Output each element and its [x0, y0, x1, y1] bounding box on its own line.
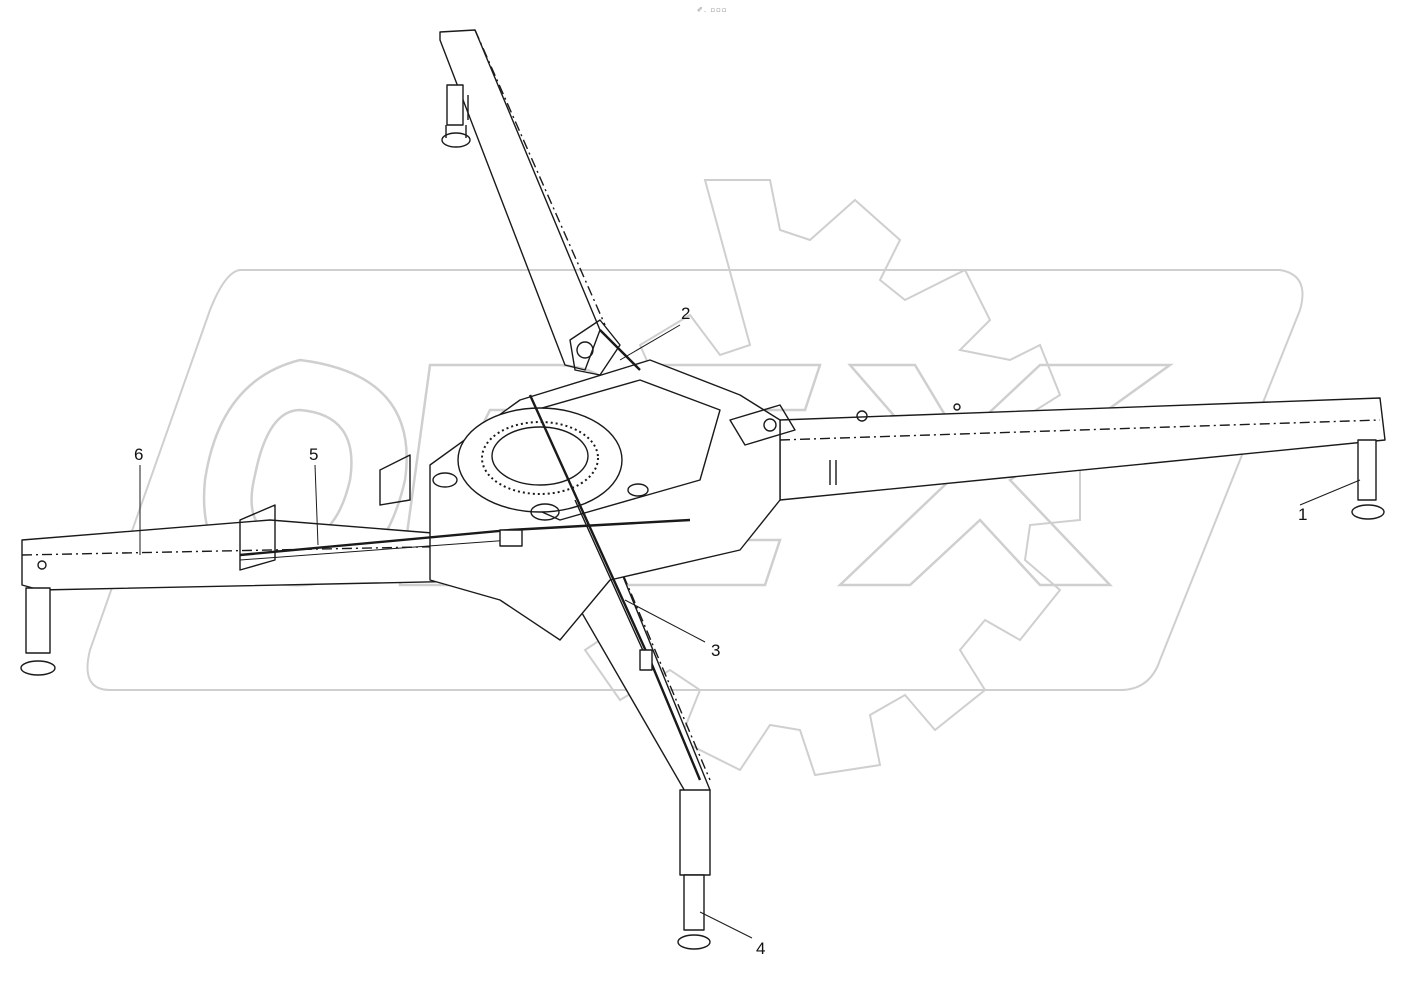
- leader-line-2: [619, 324, 681, 361]
- front-beam-end: [679, 789, 711, 876]
- leader-line-3: [624, 599, 706, 643]
- callout-6: 6: [134, 445, 144, 464]
- right-outrigger-beam: [779, 397, 1386, 501]
- upper-jack-foot: [441, 132, 471, 148]
- machine-frame: [20, 29, 1386, 950]
- leader-line-1: [1299, 479, 1361, 506]
- upper-jack-cylinder: [446, 84, 464, 126]
- callout-1: 1: [1298, 505, 1308, 524]
- right-jack-cylinder: [1357, 439, 1377, 501]
- header-tag: ✐․ ▫▫▫: [697, 6, 728, 14]
- callout-leaders: [139, 324, 1361, 939]
- slewing-ring-inner: [481, 421, 599, 495]
- callout-3: 3: [711, 641, 721, 660]
- callout-4: 4: [756, 939, 766, 958]
- left-jack-foot: [20, 660, 56, 676]
- slewing-ring-outer: [457, 407, 623, 513]
- upper-outrigger-beam: [439, 29, 601, 371]
- callout-2: 2: [681, 304, 691, 323]
- left-jack-cylinder: [25, 587, 51, 654]
- leader-line-5: [314, 464, 319, 546]
- leader-line-4: [699, 911, 753, 939]
- callout-5: 5: [309, 445, 319, 464]
- front-jack-foot: [677, 934, 711, 950]
- front-jack-cylinder: [683, 874, 705, 931]
- right-jack-foot: [1351, 504, 1385, 520]
